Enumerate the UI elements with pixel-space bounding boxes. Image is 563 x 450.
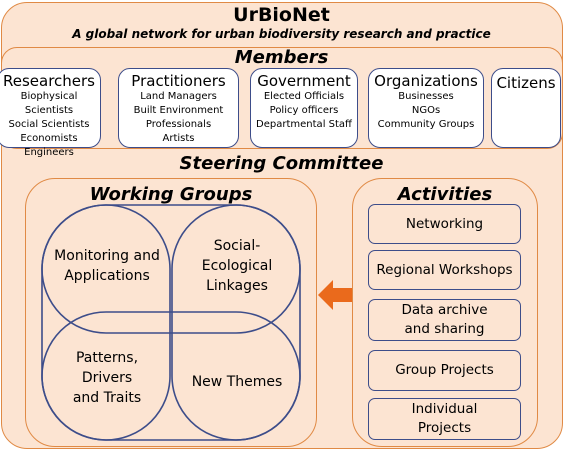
- page-tagline: A global network for urban biodiversity …: [72, 27, 491, 41]
- member-name: Government: [257, 72, 351, 90]
- wg-monitoring-applications: Monitoring and Applications: [54, 248, 160, 284]
- member-item: Artists: [162, 133, 195, 144]
- activity-regional-workshops: Regional Workshops: [368, 250, 521, 290]
- member-item: Land Managers: [140, 91, 217, 102]
- member-item: Businesses: [398, 91, 454, 102]
- member-item: NGOs: [411, 105, 441, 116]
- member-name: Organizations: [374, 72, 478, 90]
- activities-heading: Activities: [397, 184, 493, 205]
- member-item: Engineers: [24, 147, 74, 158]
- member-name: Researchers: [2, 72, 95, 90]
- working-groups-heading: Working Groups: [89, 184, 253, 205]
- wg-new-themes: New Themes: [191, 374, 283, 390]
- members-heading: Members: [234, 47, 329, 68]
- member-item: Elected Officials: [263, 91, 345, 102]
- member-item: Policy officers: [269, 105, 339, 116]
- wg-patterns-drivers-traits: Patterns, Drivers and Traits: [72, 350, 142, 406]
- member-item: Professionals: [145, 119, 212, 130]
- member-item: Social Scientists: [8, 119, 90, 130]
- member-item: Community Groups: [377, 119, 475, 130]
- venn-left-lobe: [41, 204, 171, 441]
- member-name: Practitioners: [131, 72, 226, 90]
- activity-group-projects: Group Projects: [368, 350, 521, 391]
- member-item: Economists: [20, 133, 78, 144]
- steering-committee-heading: Steering Committee: [179, 153, 384, 174]
- activity-networking: Networking: [368, 204, 521, 244]
- venn-right-lobe: [171, 204, 301, 441]
- member-citizens: Citizens: [491, 68, 561, 148]
- activity-individual-projects: Individual Projects: [368, 398, 521, 440]
- member-government: Government Elected Officials Policy offi…: [250, 68, 358, 148]
- member-organizations: Organizations Businesses NGOs Community …: [368, 68, 484, 148]
- page-title: UrBioNet: [233, 4, 330, 26]
- member-researchers: Researchers Biophysical Scientists Socia…: [0, 68, 101, 158]
- member-name: Citizens: [496, 74, 556, 92]
- member-practitioners: Practitioners Land Managers Built Enviro…: [118, 68, 239, 148]
- activity-data-archive-sharing: Data archive and sharing: [368, 299, 521, 341]
- left-arrow-icon: [318, 280, 352, 310]
- wg-social-ecological-linkages: Social- Ecological Linkages: [201, 238, 273, 294]
- member-item: Departmental Staff: [256, 119, 352, 130]
- member-item: Biophysical Scientists: [20, 91, 78, 116]
- member-item: Built Environment: [133, 105, 224, 116]
